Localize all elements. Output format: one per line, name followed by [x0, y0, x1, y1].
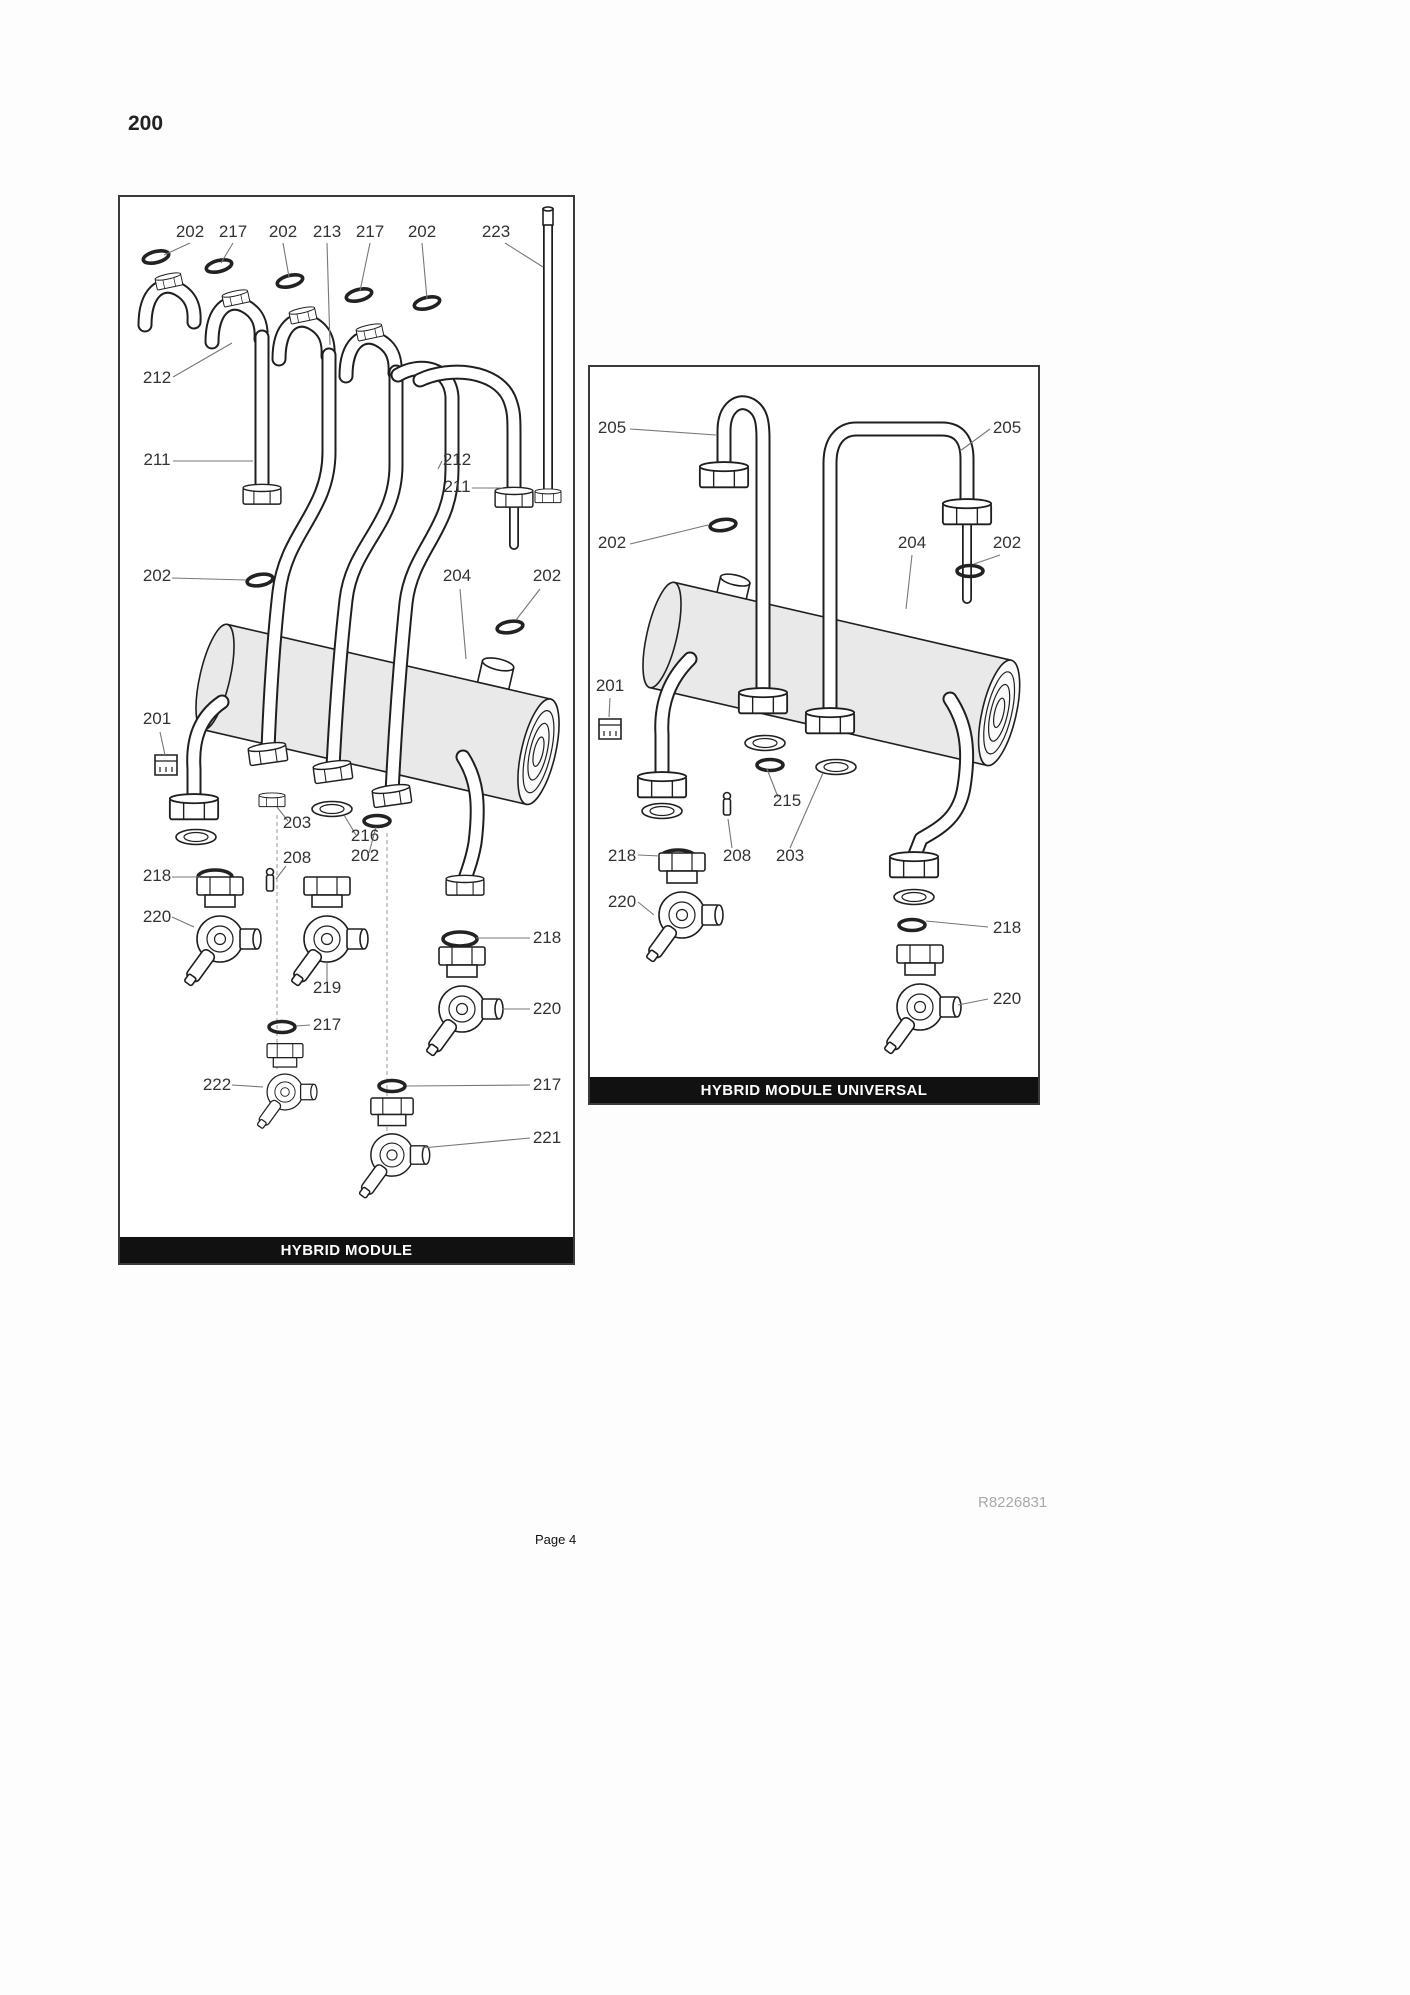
callout-201: 201	[596, 676, 624, 695]
callout-202: 202	[408, 222, 436, 241]
callout-205: 205	[598, 418, 626, 437]
callout-218: 218	[533, 928, 561, 947]
ball-valve-219	[288, 876, 369, 989]
callout-205: 205	[993, 418, 1021, 437]
callout-201: 201	[143, 709, 171, 728]
callout-211: 211	[443, 477, 470, 496]
callout-221: 221	[533, 1128, 561, 1147]
callout-223: 223	[482, 222, 510, 241]
callout-labels: 202 217 202 213 217 202 223 212 211 212 …	[143, 222, 561, 1147]
callout-218: 218	[608, 846, 636, 865]
callout-208: 208	[283, 848, 311, 867]
callout-220: 220	[993, 989, 1021, 1008]
callout-215: 215	[773, 791, 801, 810]
callout-220: 220	[143, 907, 171, 926]
callout-204: 204	[898, 533, 926, 552]
hybrid-module-diagram: 202 217 202 213 217 202 223 212 211 212 …	[120, 206, 561, 1201]
vent-pin	[722, 791, 732, 816]
ball-valve-220-right	[881, 944, 962, 1057]
retaining-clip	[154, 754, 178, 776]
callout-218: 218	[993, 918, 1021, 937]
leader-lines	[159, 242, 544, 1149]
callout-labels: 205 205 202 204 202 201 215 218 208 203 …	[596, 418, 1021, 1008]
callout-212: 212	[143, 368, 171, 387]
callout-202: 202	[143, 566, 171, 585]
vent-pin	[265, 867, 275, 892]
callout-202: 202	[176, 222, 204, 241]
hybrid-module-universal-panel: 205 205 202 204 202 201 215 218 208 203 …	[588, 365, 1040, 1105]
ball-valve-220-right	[423, 946, 504, 1059]
callout-217: 217	[356, 222, 384, 241]
callout-212: 212	[443, 450, 471, 469]
callout-211: 211	[143, 450, 170, 469]
heat-exchanger	[195, 623, 560, 806]
drain-valve-222	[254, 1043, 318, 1131]
callout-222: 222	[203, 1075, 231, 1094]
callout-217: 217	[219, 222, 247, 241]
callout-202: 202	[351, 846, 379, 865]
callout-217: 217	[313, 1015, 341, 1034]
callout-220: 220	[608, 892, 636, 911]
callout-219: 219	[313, 978, 341, 997]
callout-217: 217	[533, 1075, 561, 1094]
hybrid-module-title: HYBRID MODULE	[120, 1237, 573, 1263]
hybrid-module-universal-diagram: 205 205 202 204 202 201 215 218 208 203 …	[596, 367, 1021, 1057]
hybrid-module-universal-title: HYBRID MODULE UNIVERSAL	[590, 1077, 1038, 1103]
retaining-clip	[598, 718, 622, 740]
callout-202: 202	[533, 566, 561, 585]
callout-202: 202	[993, 533, 1021, 552]
callout-203: 203	[283, 813, 311, 832]
leader-lines	[608, 428, 1001, 1006]
callout-216: 216	[351, 826, 379, 845]
callout-208: 208	[723, 846, 751, 865]
down-pipes	[194, 337, 514, 879]
callout-204: 204	[443, 566, 471, 585]
document-reference: R8226831	[978, 1494, 1048, 1511]
callout-213: 213	[313, 222, 341, 241]
callout-218: 218	[143, 866, 171, 885]
ball-valve-220-left	[643, 852, 724, 965]
ball-valve-221	[356, 1097, 431, 1201]
callout-202: 202	[598, 533, 626, 552]
callout-203: 203	[776, 846, 804, 865]
straight-pipe-223	[535, 206, 561, 503]
callout-202: 202	[269, 222, 297, 241]
ball-valve-220-left	[181, 876, 262, 989]
callout-220: 220	[533, 999, 561, 1018]
page-number: 200	[128, 112, 164, 135]
hybrid-module-panel: 202 217 202 213 217 202 223 212 211 212 …	[118, 195, 575, 1265]
footer-page-number: Page 4	[535, 1532, 577, 1547]
